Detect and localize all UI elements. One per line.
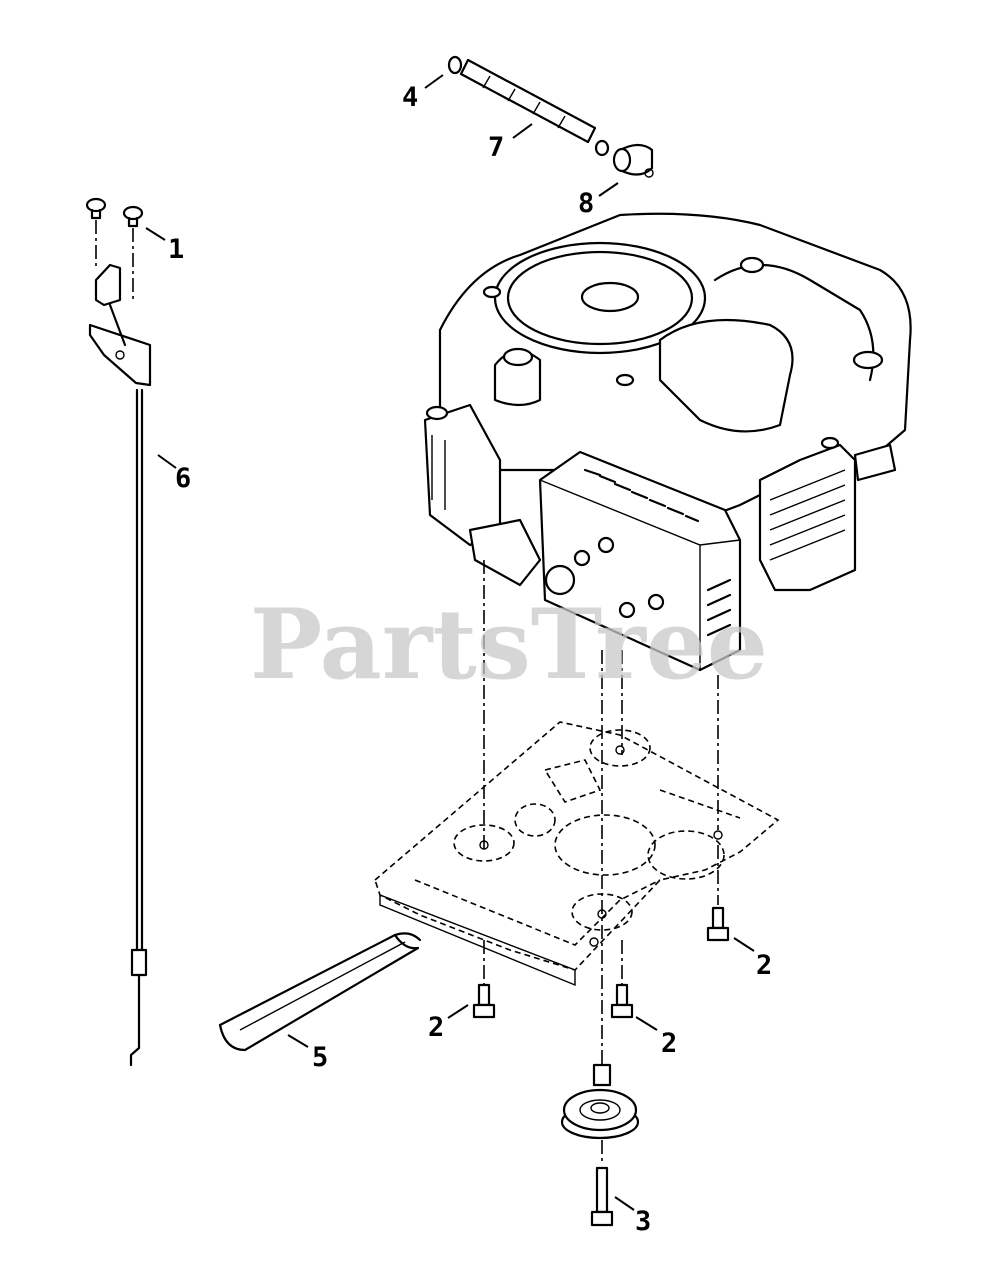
bolt-part-2-right[interactable] bbox=[706, 906, 730, 942]
throttle-control-part-6[interactable] bbox=[88, 263, 152, 1067]
callout-7: 7 bbox=[488, 132, 504, 163]
bolt-part-3[interactable] bbox=[590, 1166, 614, 1227]
callout-1: 1 bbox=[168, 234, 184, 265]
callout-3: 3 bbox=[635, 1206, 651, 1237]
screw-part-1[interactable] bbox=[85, 197, 144, 300]
fuel-line-assembly[interactable] bbox=[447, 55, 654, 178]
watermark: PartsTree bbox=[250, 588, 768, 701]
callout-2-center: 2 bbox=[661, 1028, 677, 1059]
bolt-part-2-center[interactable] bbox=[610, 983, 634, 1019]
pulley[interactable] bbox=[560, 1063, 640, 1140]
callout-2-right: 2 bbox=[756, 950, 772, 981]
engine[interactable] bbox=[423, 212, 912, 672]
callout-2-left: 2 bbox=[428, 1012, 444, 1043]
callout-6: 6 bbox=[175, 463, 191, 494]
callout-8: 8 bbox=[578, 188, 594, 219]
bolt-part-2-left[interactable] bbox=[472, 983, 496, 1019]
engine-mounting-plate[interactable] bbox=[374, 721, 780, 987]
chute-part-5[interactable] bbox=[218, 932, 422, 1052]
callout-5: 5 bbox=[312, 1042, 328, 1073]
callout-4: 4 bbox=[402, 82, 418, 113]
